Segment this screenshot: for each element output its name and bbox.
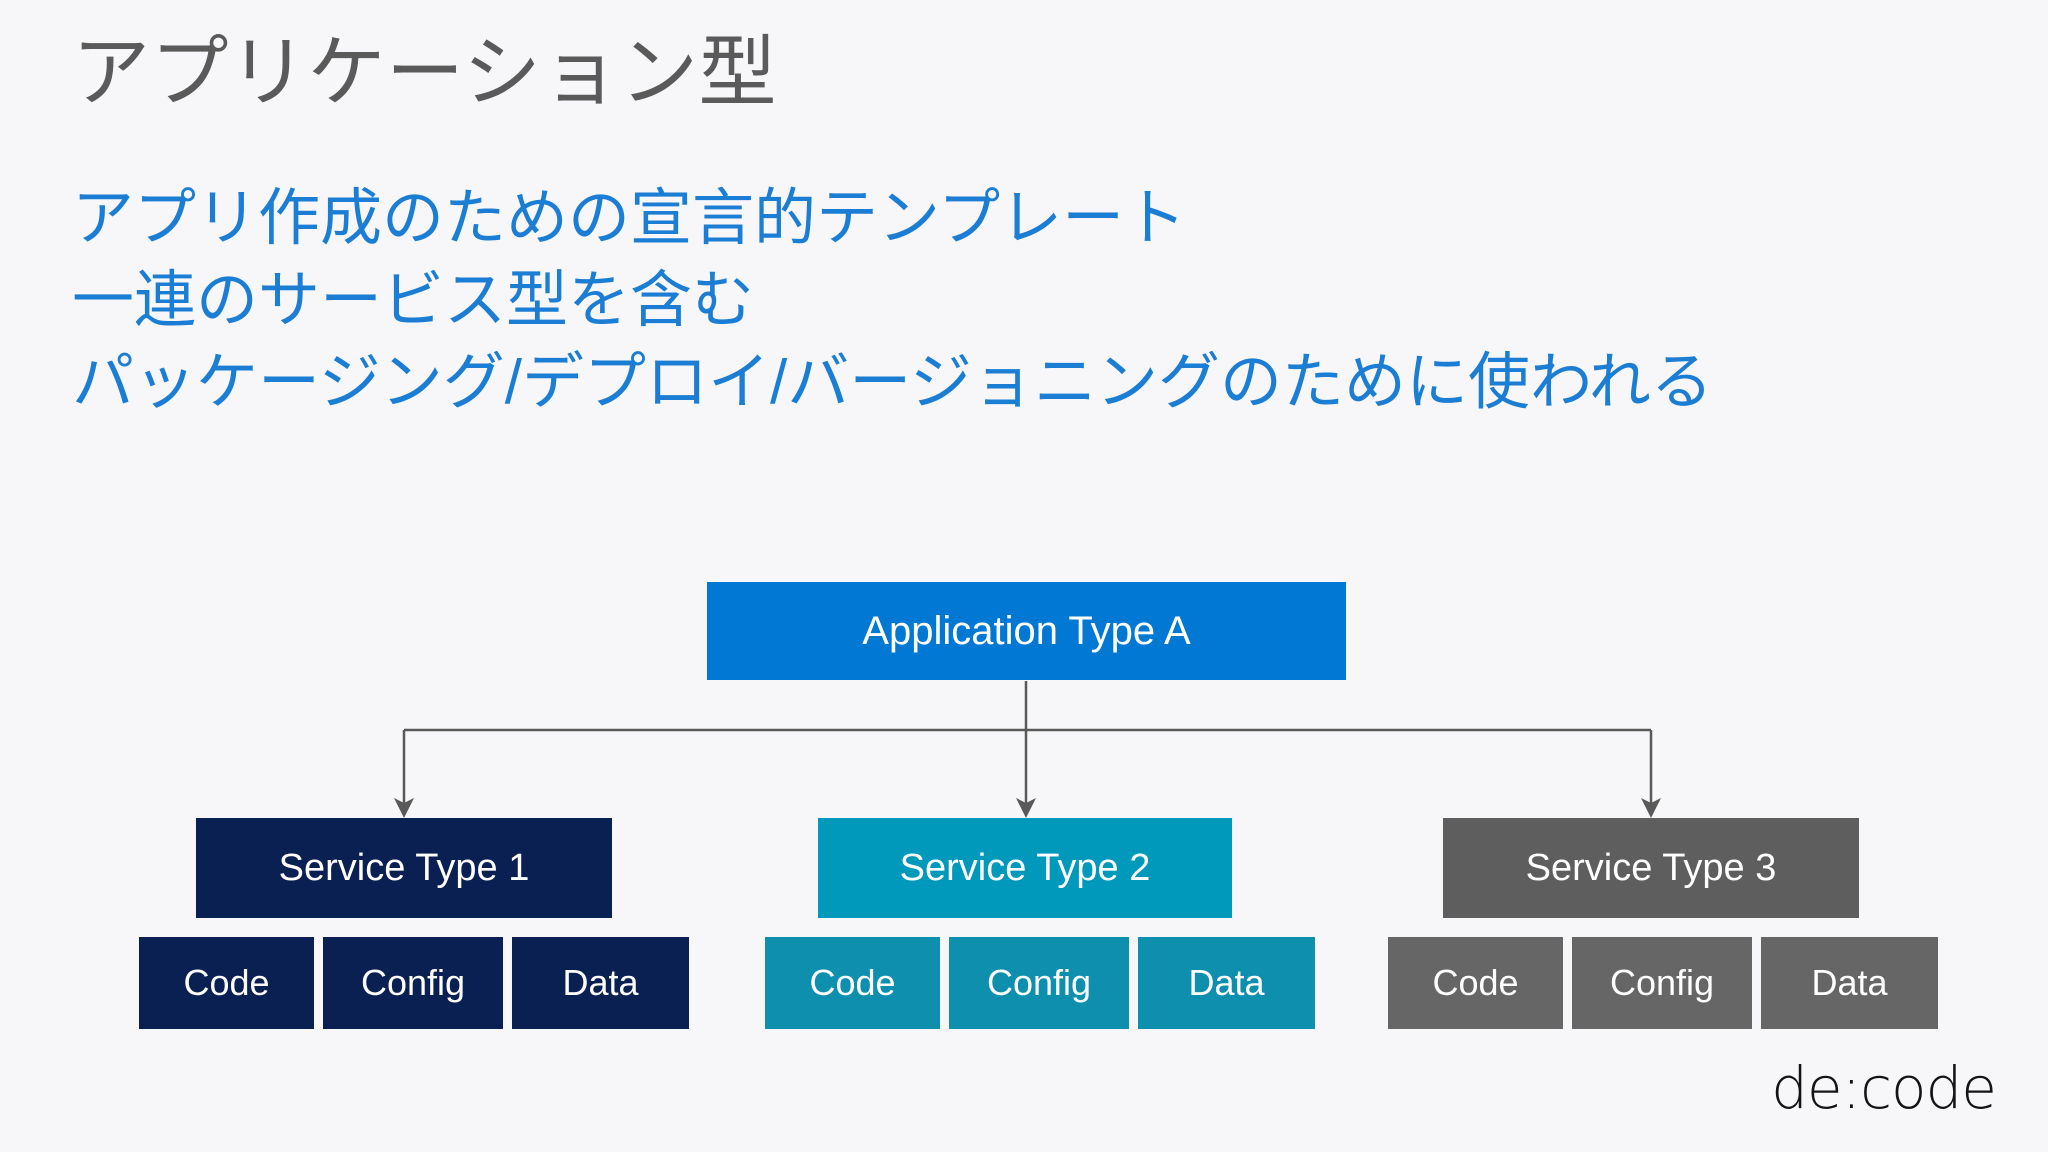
leaf-row-service-type-2: Code Config Data <box>765 937 1315 1029</box>
subtitle-block: アプリ作成のための宣言的テンプレート 一連のサービス型を含む パッケージング/デ… <box>72 178 1972 423</box>
leaf-code-service-type-3[interactable]: Code <box>1388 937 1563 1029</box>
leaf-row-service-type-1: Code Config Data <box>139 937 689 1029</box>
leaf-code-service-type-2[interactable]: Code <box>765 937 940 1029</box>
subtitle-line-1: アプリ作成のための宣言的テンプレート <box>72 184 1187 253</box>
leaf-data-service-type-3[interactable]: Data <box>1761 937 1938 1029</box>
node-service-type-3[interactable]: Service Type 3 <box>1443 818 1859 918</box>
subtitle-line-2: 一連のサービス型を含む <box>72 265 755 335</box>
node-service-type-1[interactable]: Service Type 1 <box>196 818 612 918</box>
decode-logo: de:code <box>1771 1054 1997 1122</box>
leaf-data-service-type-1[interactable]: Data <box>512 937 689 1029</box>
leaf-row-service-type-3: Code Config Data <box>1388 937 1938 1029</box>
leaf-config-service-type-3[interactable]: Config <box>1572 937 1752 1029</box>
subtitle-line-3: パッケージング/デプロイ/バージョニングのために使われる <box>72 347 1713 417</box>
node-service-type-2[interactable]: Service Type 2 <box>818 818 1232 918</box>
leaf-code-service-type-1[interactable]: Code <box>139 937 314 1029</box>
leaf-data-service-type-2[interactable]: Data <box>1138 937 1315 1029</box>
leaf-config-service-type-2[interactable]: Config <box>949 937 1129 1029</box>
leaf-config-service-type-1[interactable]: Config <box>323 937 503 1029</box>
node-application-type-a[interactable]: Application Type A <box>707 582 1346 680</box>
page-title: アプリケーション型 <box>72 28 777 116</box>
